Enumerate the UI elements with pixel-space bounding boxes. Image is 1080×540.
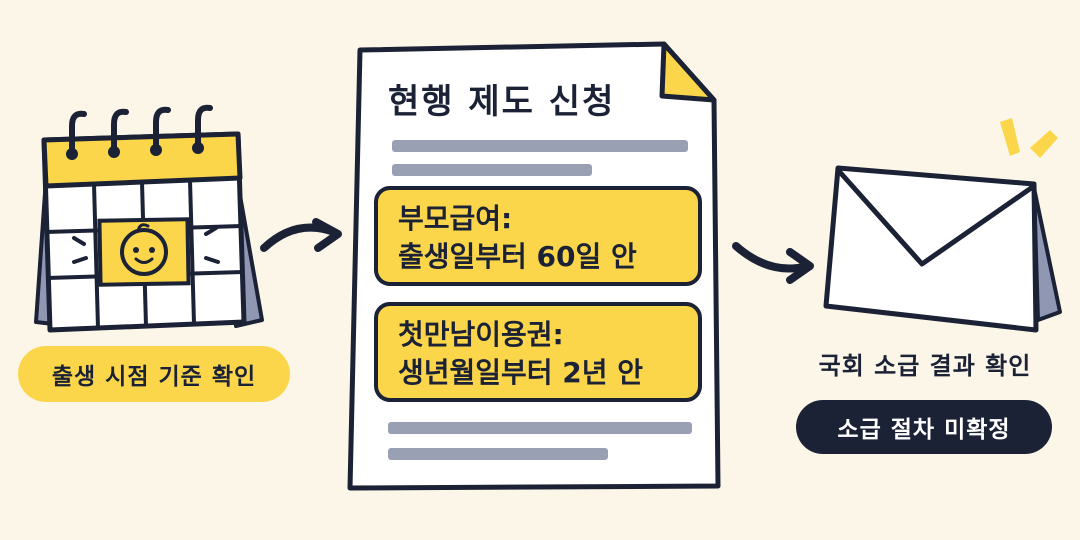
status-badge: 소급 절차 미확정 (796, 400, 1052, 454)
parent-benefit-name: 부모급여: (398, 202, 513, 235)
envelope-icon (823, 165, 1062, 333)
parent-benefit-deadline: 출생일부터 60일 안 (398, 240, 637, 273)
arrow-right-icon (260, 218, 342, 252)
assembly-result-title: 국회 소급 결과 확인 (818, 352, 1032, 380)
arrow-right-icon (732, 242, 814, 284)
parent-benefit-card: 부모급여: 출생일부터 60일 안 (374, 186, 702, 286)
first-meeting-voucher-name: 첫만남이용권: (398, 318, 564, 351)
birth-check-label: 출생 시점 기준 확인 (18, 346, 290, 402)
status-badge-text: 소급 절차 미확정 (837, 417, 1011, 443)
calendar-baby-icon (34, 104, 264, 333)
first-meeting-voucher-card: 첫만남이용권: 생년월일부터 2년 안 (374, 302, 702, 402)
birth-check-text: 출생 시점 기준 확인 (51, 364, 257, 390)
first-meeting-voucher-deadline: 생년월일부터 2년 안 (398, 356, 644, 389)
sparkle-icon (1000, 118, 1058, 158)
document-title: 현행 제도 신청 (388, 82, 616, 122)
